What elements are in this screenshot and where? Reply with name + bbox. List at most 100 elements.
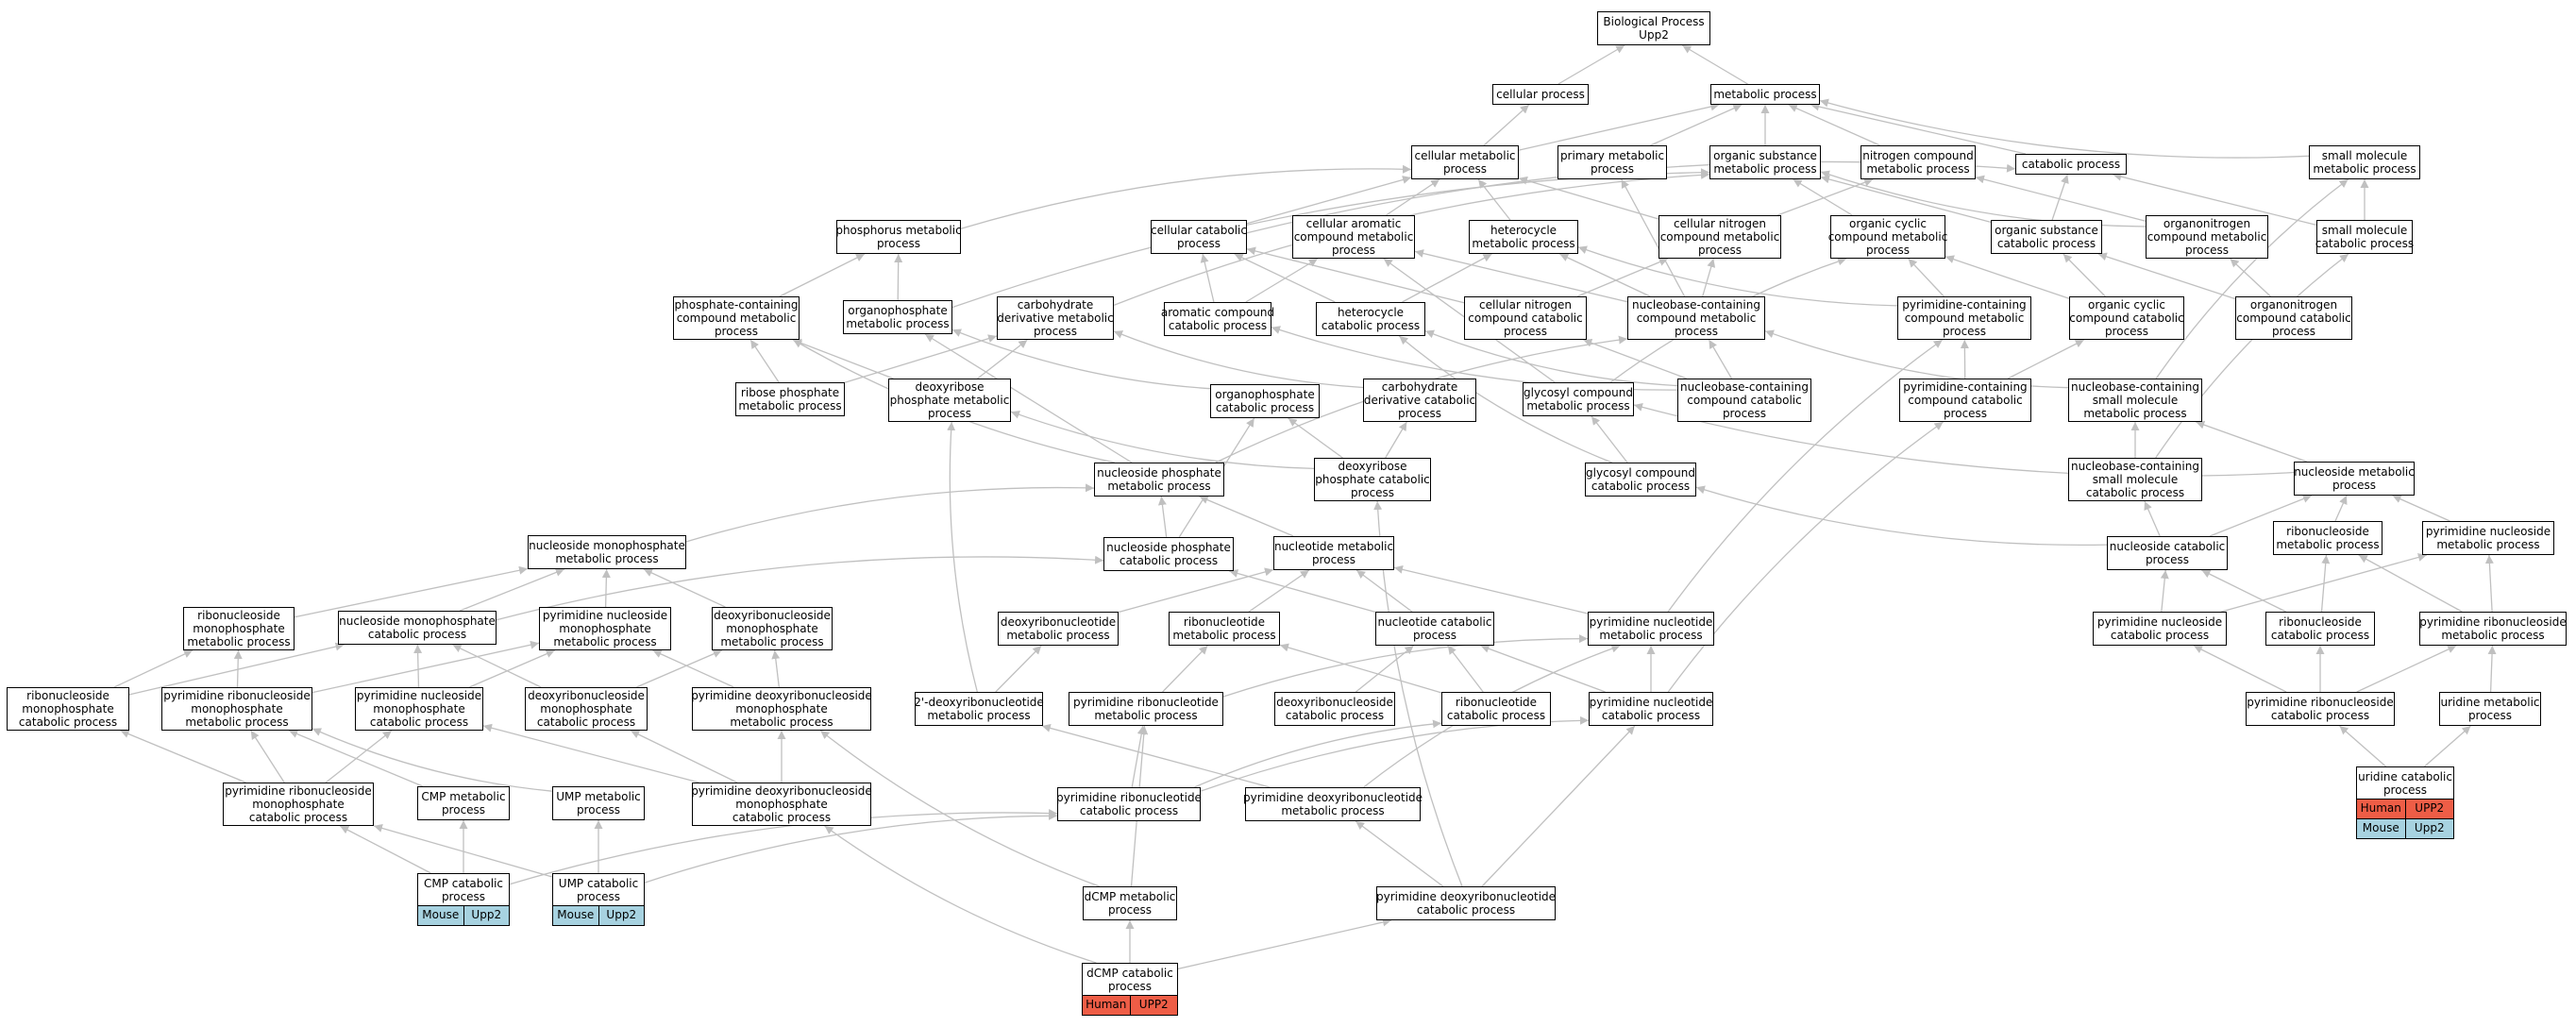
is-a-edge (2051, 174, 2069, 221)
go-term-label: process (2104, 325, 2149, 338)
go-term-label: metabolic process (1866, 162, 1970, 176)
go-term-label: metabolic process (927, 709, 1031, 722)
is-a-edge (452, 644, 542, 688)
go-term-label: pyrimidine ribonucleotide (1073, 696, 1219, 709)
go-term-label: ribose phosphate (740, 386, 840, 399)
go-term-label: process (576, 890, 621, 903)
is-a-edge (469, 649, 555, 688)
is-a-edge (496, 555, 1104, 621)
go-term-cp[interactable]: cellular process (1492, 84, 1589, 105)
is-a-edge (1447, 645, 1484, 693)
go-term-label: derivative metabolic (997, 311, 1114, 325)
go-term-label: catabolic process (248, 811, 348, 824)
is-a-edge (951, 328, 1211, 390)
go-term-mp[interactable]: metabolic process (1710, 84, 1820, 105)
go-term-label: metabolic process (2436, 538, 2540, 551)
go-term-catp[interactable]: catabolic process (2015, 154, 2127, 175)
go-term-label: cellular metabolic (1414, 149, 1516, 162)
is-a-edge (792, 339, 894, 379)
go-term-label: small molecule (2321, 149, 2408, 162)
